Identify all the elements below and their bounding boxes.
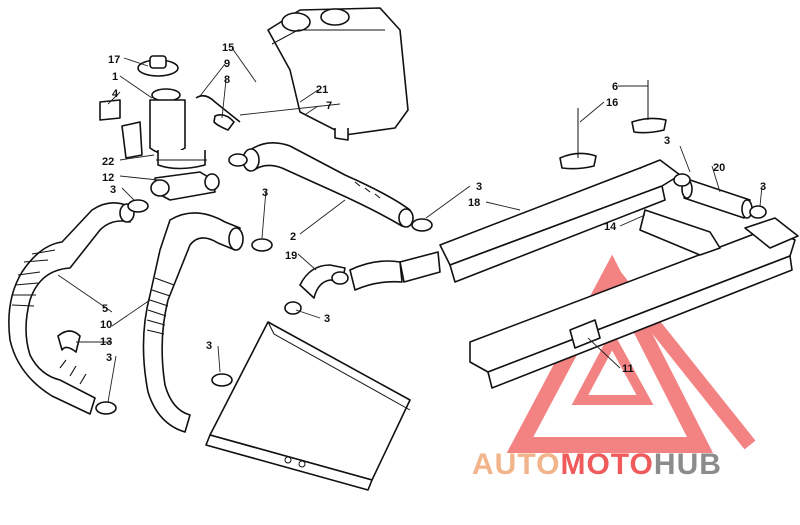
callouts: 17 1 4 22 12 15 9 8 21 7 6 16 3 20 3 14 … bbox=[100, 42, 766, 375]
watermark-hub: HUB bbox=[654, 448, 722, 481]
callout-11: 11 bbox=[622, 363, 634, 375]
callout-6: 6 bbox=[612, 81, 618, 93]
callout-13: 13 bbox=[100, 336, 112, 348]
callout-3h: 3 bbox=[110, 184, 116, 196]
callout-2: 2 bbox=[290, 231, 296, 243]
heat-shield bbox=[205, 321, 411, 491]
hose-10 bbox=[142, 212, 244, 433]
hose-5 bbox=[8, 202, 135, 415]
callout-5: 5 bbox=[102, 303, 108, 315]
overflow-hose bbox=[195, 94, 241, 123]
callout-3g: 3 bbox=[206, 340, 212, 352]
callout-8: 8 bbox=[224, 74, 230, 86]
hose-clamps bbox=[57, 153, 767, 415]
callout-18: 18 bbox=[468, 197, 480, 209]
callout-15: 15 bbox=[222, 42, 234, 54]
callout-9: 9 bbox=[224, 58, 230, 70]
callout-3d: 3 bbox=[262, 187, 268, 199]
watermark-text: AUTOMOTOHUB bbox=[472, 448, 722, 481]
callout-3e: 3 bbox=[324, 313, 330, 325]
callout-3c: 3 bbox=[476, 181, 482, 193]
watermark-auto: AUTO bbox=[472, 448, 560, 481]
callout-20: 20 bbox=[713, 162, 725, 174]
heat-exchanger-rail bbox=[399, 80, 799, 389]
hose-2 bbox=[242, 142, 414, 228]
elbow-hose-19 bbox=[299, 260, 403, 299]
callout-3b: 3 bbox=[760, 181, 766, 193]
callout-10: 10 bbox=[100, 319, 112, 331]
callout-14: 14 bbox=[604, 221, 617, 233]
hose-20 bbox=[681, 179, 753, 219]
watermark-moto: MOTO bbox=[560, 448, 653, 481]
callout-12: 12 bbox=[102, 172, 114, 184]
callout-4: 4 bbox=[112, 88, 119, 100]
callout-1: 1 bbox=[112, 71, 118, 83]
callout-16: 16 bbox=[606, 97, 618, 109]
callout-7: 7 bbox=[326, 100, 332, 112]
callout-22: 22 bbox=[102, 156, 114, 168]
leader-lines bbox=[57, 47, 763, 403]
callout-21: 21 bbox=[316, 84, 328, 96]
callout-3a: 3 bbox=[664, 135, 670, 147]
callout-17: 17 bbox=[108, 54, 120, 66]
coolant-reservoir bbox=[267, 7, 409, 141]
callout-19: 19 bbox=[285, 250, 297, 262]
hose-clamp-8 bbox=[213, 114, 235, 131]
filler-neck bbox=[99, 55, 220, 201]
callout-3f: 3 bbox=[106, 352, 112, 364]
